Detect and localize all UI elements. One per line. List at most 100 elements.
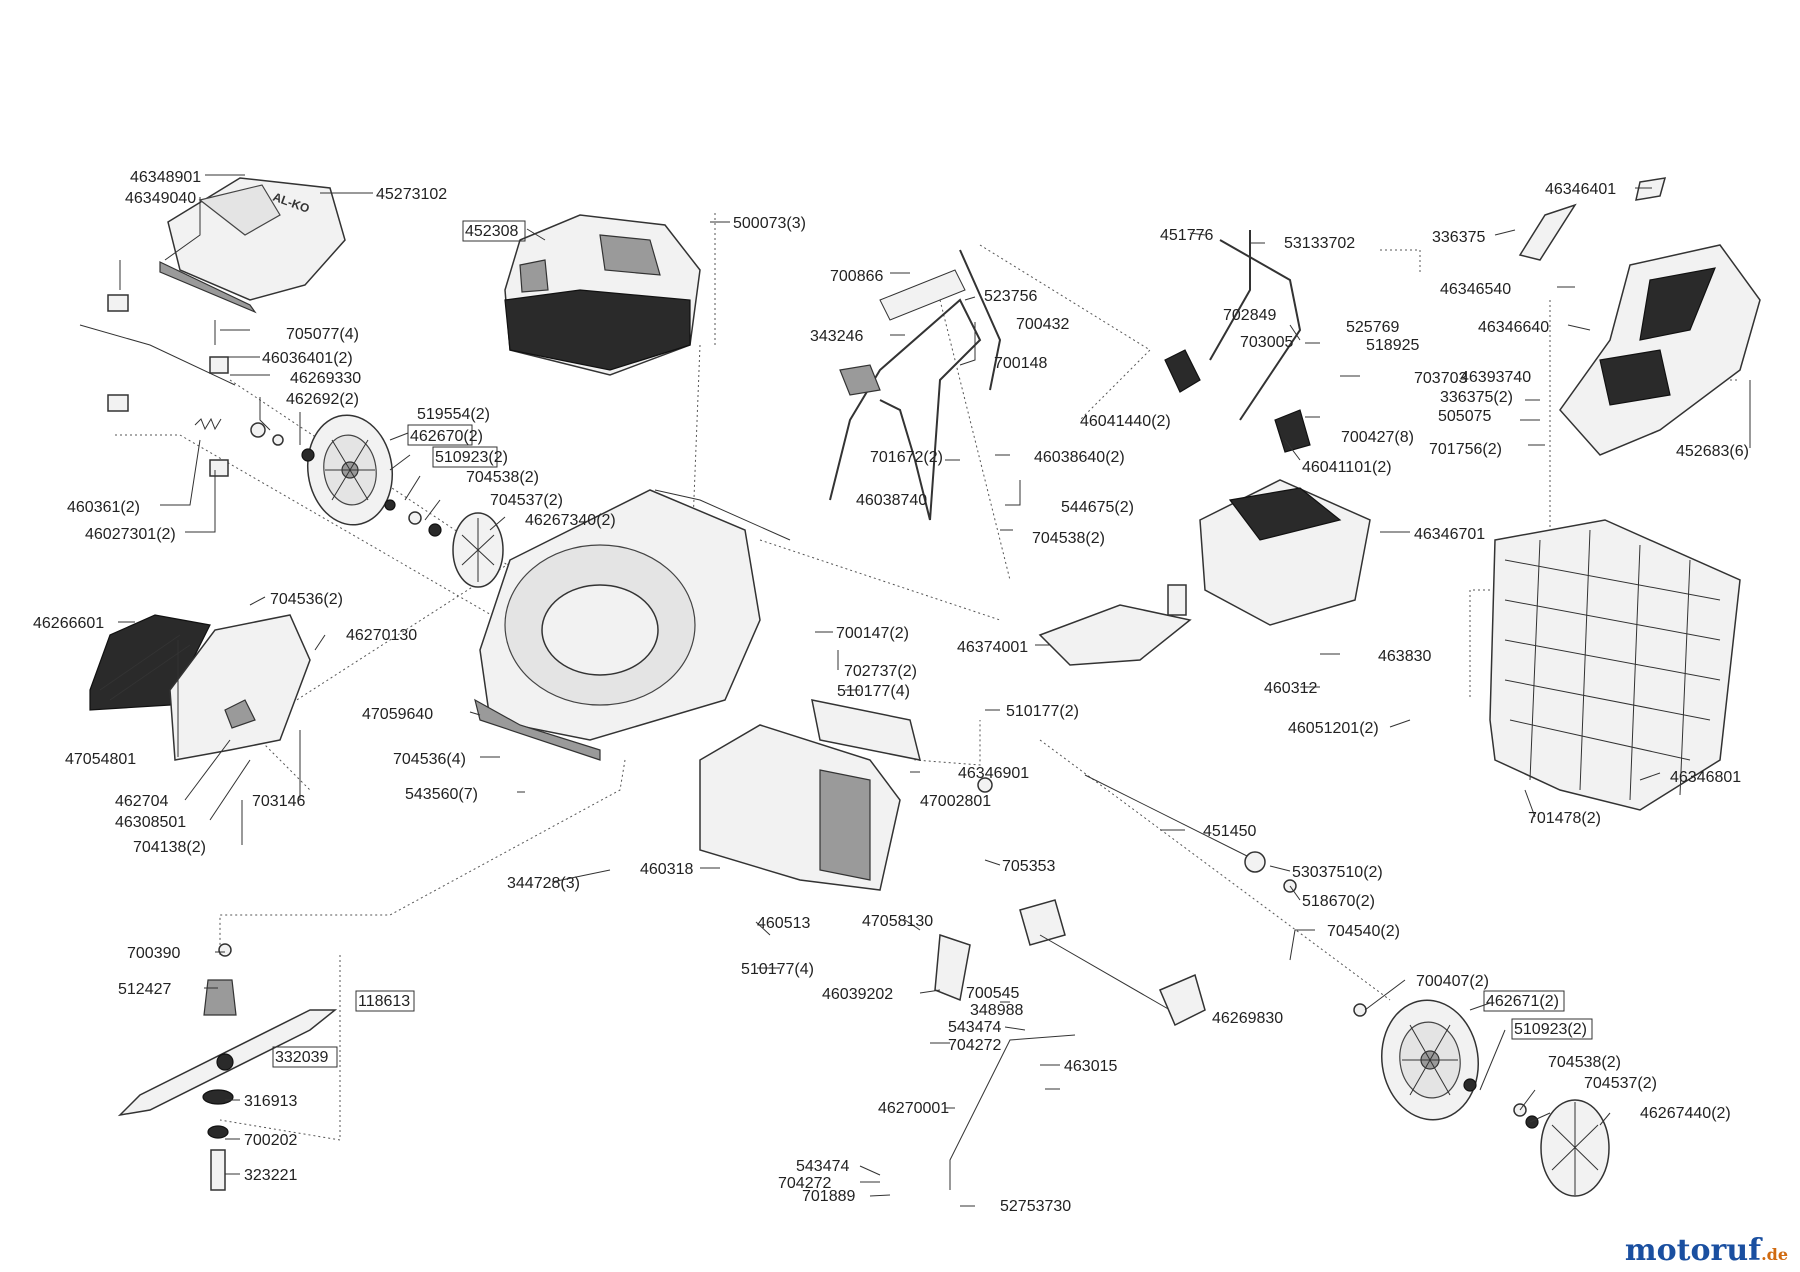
label-46038740: 46038740 xyxy=(856,492,927,509)
leader-lines xyxy=(118,174,1751,1207)
label-700407: 700407(2) xyxy=(1416,973,1489,990)
spring xyxy=(194,417,222,431)
label-543560: 543560(7) xyxy=(405,786,478,803)
label-47054801: 47054801 xyxy=(65,751,136,768)
label-705353: 705353 xyxy=(1002,858,1055,875)
label-462704: 462704 xyxy=(115,793,168,810)
chute-flap xyxy=(811,699,922,761)
label-46266601: 46266601 xyxy=(33,615,104,632)
label-463015: 463015 xyxy=(1064,1058,1117,1075)
label-47059640: 47059640 xyxy=(362,706,433,723)
label-460361: 460361(2) xyxy=(67,499,140,516)
label-332039: 332039 xyxy=(275,1049,328,1066)
label-510177a: 510177(4) xyxy=(837,683,910,700)
label-46041101: 46041101(2) xyxy=(1302,459,1392,476)
label-704537b: 704537(2) xyxy=(1584,1075,1657,1092)
adjust-bracket xyxy=(1159,973,1206,1027)
label-543474b: 543474 xyxy=(796,1158,849,1175)
watermark-logo: motoruf.de xyxy=(1625,1233,1788,1268)
label-462670: 462670(2) xyxy=(410,428,483,445)
label-544675: 544675(2) xyxy=(1061,499,1134,516)
handle-knob xyxy=(1164,349,1201,393)
label-703005: 703005 xyxy=(1240,334,1293,351)
label-518670: 518670(2) xyxy=(1302,893,1375,910)
label-703703: 703703 xyxy=(1414,370,1467,387)
wheel-left-front xyxy=(306,414,394,526)
clip-c xyxy=(107,394,129,412)
label-700432: 700432 xyxy=(1016,316,1069,333)
watermark-suffix: .de xyxy=(1761,1245,1788,1264)
label-451776: 451776 xyxy=(1160,227,1213,244)
label-46346801: 46346801 xyxy=(1670,769,1741,786)
label-700202: 700202 xyxy=(244,1132,297,1149)
label-348988: 348988 xyxy=(970,1002,1023,1019)
label-336375: 336375 xyxy=(1432,229,1485,246)
label-510177b: 510177(2) xyxy=(1006,703,1079,720)
label-700545: 700545 xyxy=(966,985,1019,1002)
label-704138: 704138(2) xyxy=(133,839,206,856)
label-510923b: 510923(2) xyxy=(1514,1021,1587,1038)
label-510177c: 510177(4) xyxy=(741,961,814,978)
label-46267440: 46267440(2) xyxy=(1640,1105,1731,1122)
label-701889: 701889 xyxy=(802,1188,855,1205)
label-343246: 343246 xyxy=(810,328,863,345)
label-705077: 705077(4) xyxy=(286,326,359,343)
label-460318: 460318 xyxy=(640,861,693,878)
wheel-right-rear xyxy=(1380,999,1480,1121)
label-118613: 118613 xyxy=(358,993,410,1010)
label-512427: 512427 xyxy=(118,981,171,998)
label-451450: 451450 xyxy=(1203,823,1256,840)
label-702737: 702737(2) xyxy=(844,663,917,680)
label-523756: 523756 xyxy=(984,288,1037,305)
mower-deck xyxy=(474,489,791,761)
deflector-piece xyxy=(934,933,971,1002)
watermark-main: motoruf xyxy=(1624,1233,1762,1268)
bag-small-tag xyxy=(1635,177,1667,201)
boxed-label-frames xyxy=(272,220,1593,1068)
label-700147: 700147(2) xyxy=(836,625,909,642)
label-463830: 463830 xyxy=(1378,648,1431,665)
part-number-labels: 46348901 45273102 46349040 452308 500073… xyxy=(33,169,1749,1215)
label-46308501: 46308501 xyxy=(115,814,186,831)
label-344728: 344728(3) xyxy=(507,875,580,892)
label-704272a: 704272 xyxy=(948,1037,1001,1054)
label-53133702: 53133702 xyxy=(1284,235,1355,252)
label-510923a: 510923(2) xyxy=(435,449,508,466)
label-519554: 519554(2) xyxy=(417,406,490,423)
label-704536a: 704536(2) xyxy=(270,591,343,608)
label-46269830: 46269830 xyxy=(1212,1010,1283,1027)
label-704536b: 704536(4) xyxy=(393,751,466,768)
label-46270001: 46270001 xyxy=(878,1100,949,1117)
blade-adapter xyxy=(203,979,237,1016)
label-46349040: 46349040 xyxy=(125,190,196,207)
label-46036401: 46036401(2) xyxy=(262,350,353,367)
label-46038640: 46038640(2) xyxy=(1034,449,1125,466)
label-543474a: 543474 xyxy=(948,1019,1001,1036)
label-704538b: 704538(2) xyxy=(1032,530,1105,547)
label-452308: 452308 xyxy=(465,223,518,240)
label-704538c: 704538(2) xyxy=(1548,1054,1621,1071)
label-46348901: 46348901 xyxy=(130,169,201,186)
clip-d xyxy=(209,459,229,477)
label-46267340: 46267340(2) xyxy=(525,512,616,529)
label-703146: 703146 xyxy=(252,793,305,810)
label-46027301: 46027301(2) xyxy=(85,526,176,543)
label-46393740: 46393740 xyxy=(1460,369,1531,386)
label-452683: 452683(6) xyxy=(1676,443,1749,460)
rear-axle xyxy=(1084,774,1256,861)
axle-rod xyxy=(79,324,236,386)
label-46051201: 46051201(2) xyxy=(1288,720,1379,737)
side-discharge-flap xyxy=(89,614,211,711)
blade-bolt xyxy=(210,1149,226,1191)
label-700866: 700866 xyxy=(830,268,883,285)
handle-lever xyxy=(1274,409,1311,453)
label-316913: 316913 xyxy=(244,1093,297,1110)
bag-clip xyxy=(1518,203,1577,261)
label-336375b: 336375(2) xyxy=(1440,389,1513,406)
label-704272b: 704272 xyxy=(778,1175,831,1192)
label-704538a: 704538(2) xyxy=(466,469,539,486)
clip-b xyxy=(209,356,229,374)
height-adjust-plate xyxy=(1019,899,1066,946)
label-46346901: 46346901 xyxy=(958,765,1029,782)
label-700390: 700390 xyxy=(127,945,180,962)
